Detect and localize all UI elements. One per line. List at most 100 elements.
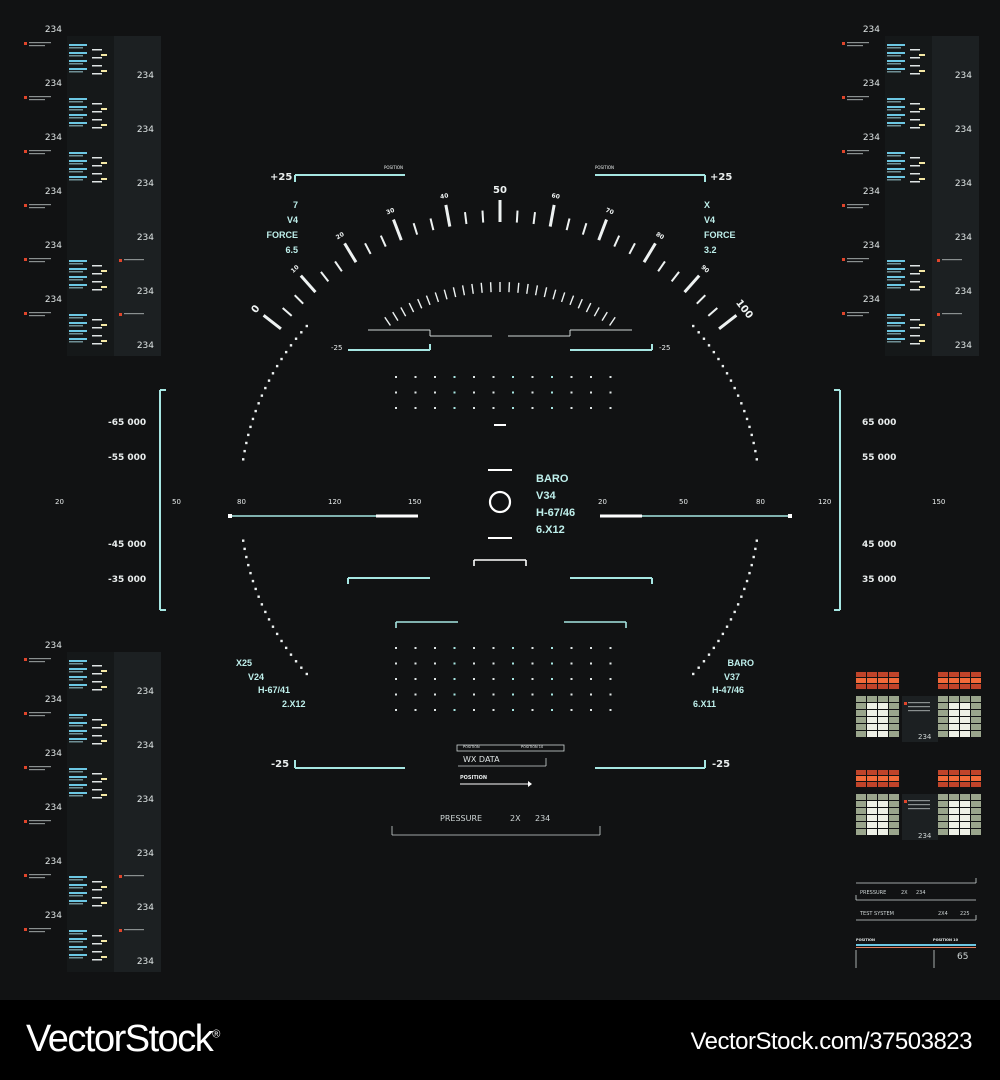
ring-dot bbox=[736, 603, 740, 606]
warning-cell bbox=[878, 770, 888, 775]
panel-bar bbox=[69, 714, 87, 716]
level-cell bbox=[856, 815, 866, 821]
panel-column bbox=[885, 36, 932, 356]
readout-line: 3.2 bbox=[704, 245, 717, 255]
ring-dot bbox=[243, 547, 246, 551]
level-cell bbox=[971, 829, 981, 835]
scale-tick bbox=[581, 222, 588, 235]
warning-cell bbox=[856, 782, 866, 787]
grid-dot bbox=[434, 407, 436, 409]
level-cell bbox=[960, 731, 970, 737]
level-cell bbox=[889, 724, 899, 730]
panel-bar bbox=[887, 109, 901, 111]
mini-label bbox=[908, 804, 930, 806]
level-cell bbox=[878, 815, 888, 821]
mini-label bbox=[847, 96, 869, 98]
panel-bar bbox=[92, 727, 102, 729]
panel-bar bbox=[92, 157, 102, 159]
scale-tick bbox=[565, 218, 571, 231]
panel-bar bbox=[101, 724, 107, 726]
ring-dot bbox=[243, 449, 246, 453]
panel-bar bbox=[101, 778, 107, 780]
panel-value: 234 bbox=[863, 241, 880, 251]
panel-bar bbox=[910, 73, 920, 75]
panel-bar bbox=[910, 165, 920, 167]
grid-dot bbox=[512, 709, 514, 711]
level-cell bbox=[938, 815, 948, 821]
level-cell bbox=[856, 696, 866, 702]
altitude-left-4: -35 000 bbox=[108, 575, 147, 585]
panel-bar bbox=[69, 730, 87, 732]
panel-bar bbox=[887, 122, 905, 124]
panel-bar bbox=[69, 71, 83, 73]
readout-bottom-right: BARO V37 H-47/46 6.X11 bbox=[690, 657, 756, 711]
pitch-tick bbox=[471, 283, 474, 294]
panel-bar bbox=[92, 735, 102, 737]
warning-cell bbox=[889, 782, 899, 787]
level-cell bbox=[960, 710, 970, 716]
ring-dot bbox=[725, 372, 729, 375]
pitch-tick bbox=[452, 287, 457, 298]
panel-value: 234 bbox=[45, 79, 62, 89]
level-cell bbox=[878, 801, 888, 807]
mini-label bbox=[29, 928, 51, 930]
level-cell bbox=[938, 731, 948, 737]
panel-value: 234 bbox=[863, 295, 880, 305]
signal-dot bbox=[119, 929, 122, 932]
panel-bar bbox=[887, 63, 901, 65]
panel-bar bbox=[887, 44, 905, 46]
horizon-left-label: 50 bbox=[172, 498, 181, 506]
signal-dot bbox=[937, 259, 940, 262]
grid-dot bbox=[434, 647, 436, 649]
level-cell bbox=[889, 710, 899, 716]
panel-bar bbox=[92, 797, 102, 799]
mini-label bbox=[29, 150, 51, 152]
altitude-left-2: -55 000 bbox=[108, 453, 147, 463]
panel-bar bbox=[69, 98, 87, 100]
bracket-mid-left-value: -25 bbox=[331, 344, 343, 352]
panel-value: 234 bbox=[863, 79, 880, 89]
panel-value: 234 bbox=[137, 849, 154, 859]
grid-dot bbox=[531, 693, 534, 696]
readout-line: 6.5 bbox=[285, 245, 298, 255]
mini-label bbox=[29, 715, 45, 717]
ring-dot bbox=[712, 646, 716, 650]
signal-dot bbox=[119, 259, 122, 262]
mini-label bbox=[124, 929, 144, 931]
pitch-tick bbox=[526, 283, 529, 294]
level-cell bbox=[960, 703, 970, 709]
mini-label bbox=[29, 42, 51, 44]
ring-dot bbox=[755, 458, 758, 461]
level-cell bbox=[938, 710, 948, 716]
panel-bar bbox=[69, 171, 83, 173]
readout-center: BARO V34 H-67/46 6.X12 bbox=[536, 471, 575, 539]
scale-tick bbox=[613, 235, 621, 247]
panel-bar bbox=[69, 941, 83, 943]
scale-tick bbox=[670, 271, 680, 282]
level-cell bbox=[867, 801, 877, 807]
level-cell bbox=[878, 717, 888, 723]
mini-label bbox=[124, 875, 144, 877]
panel-bar bbox=[69, 317, 83, 319]
grid-dot bbox=[570, 407, 573, 409]
pitch-tick bbox=[417, 298, 423, 309]
level-cell bbox=[949, 829, 959, 835]
ring-dot bbox=[294, 337, 298, 340]
ring-dot bbox=[712, 350, 716, 354]
panel-bar bbox=[887, 284, 905, 286]
level-cell bbox=[878, 710, 888, 716]
scale-tick bbox=[464, 211, 468, 225]
level-cell bbox=[867, 717, 877, 723]
grid-dot bbox=[453, 376, 456, 378]
panel-bar bbox=[69, 887, 83, 889]
level-cell bbox=[971, 731, 981, 737]
ring-dot bbox=[721, 632, 725, 636]
level-cell bbox=[878, 794, 888, 800]
level-cell bbox=[938, 703, 948, 709]
panel-bar bbox=[101, 902, 107, 904]
panel-bar bbox=[910, 335, 920, 337]
grid-dot bbox=[414, 662, 417, 665]
panel-bar bbox=[101, 324, 107, 326]
pitch-tick bbox=[392, 311, 399, 322]
